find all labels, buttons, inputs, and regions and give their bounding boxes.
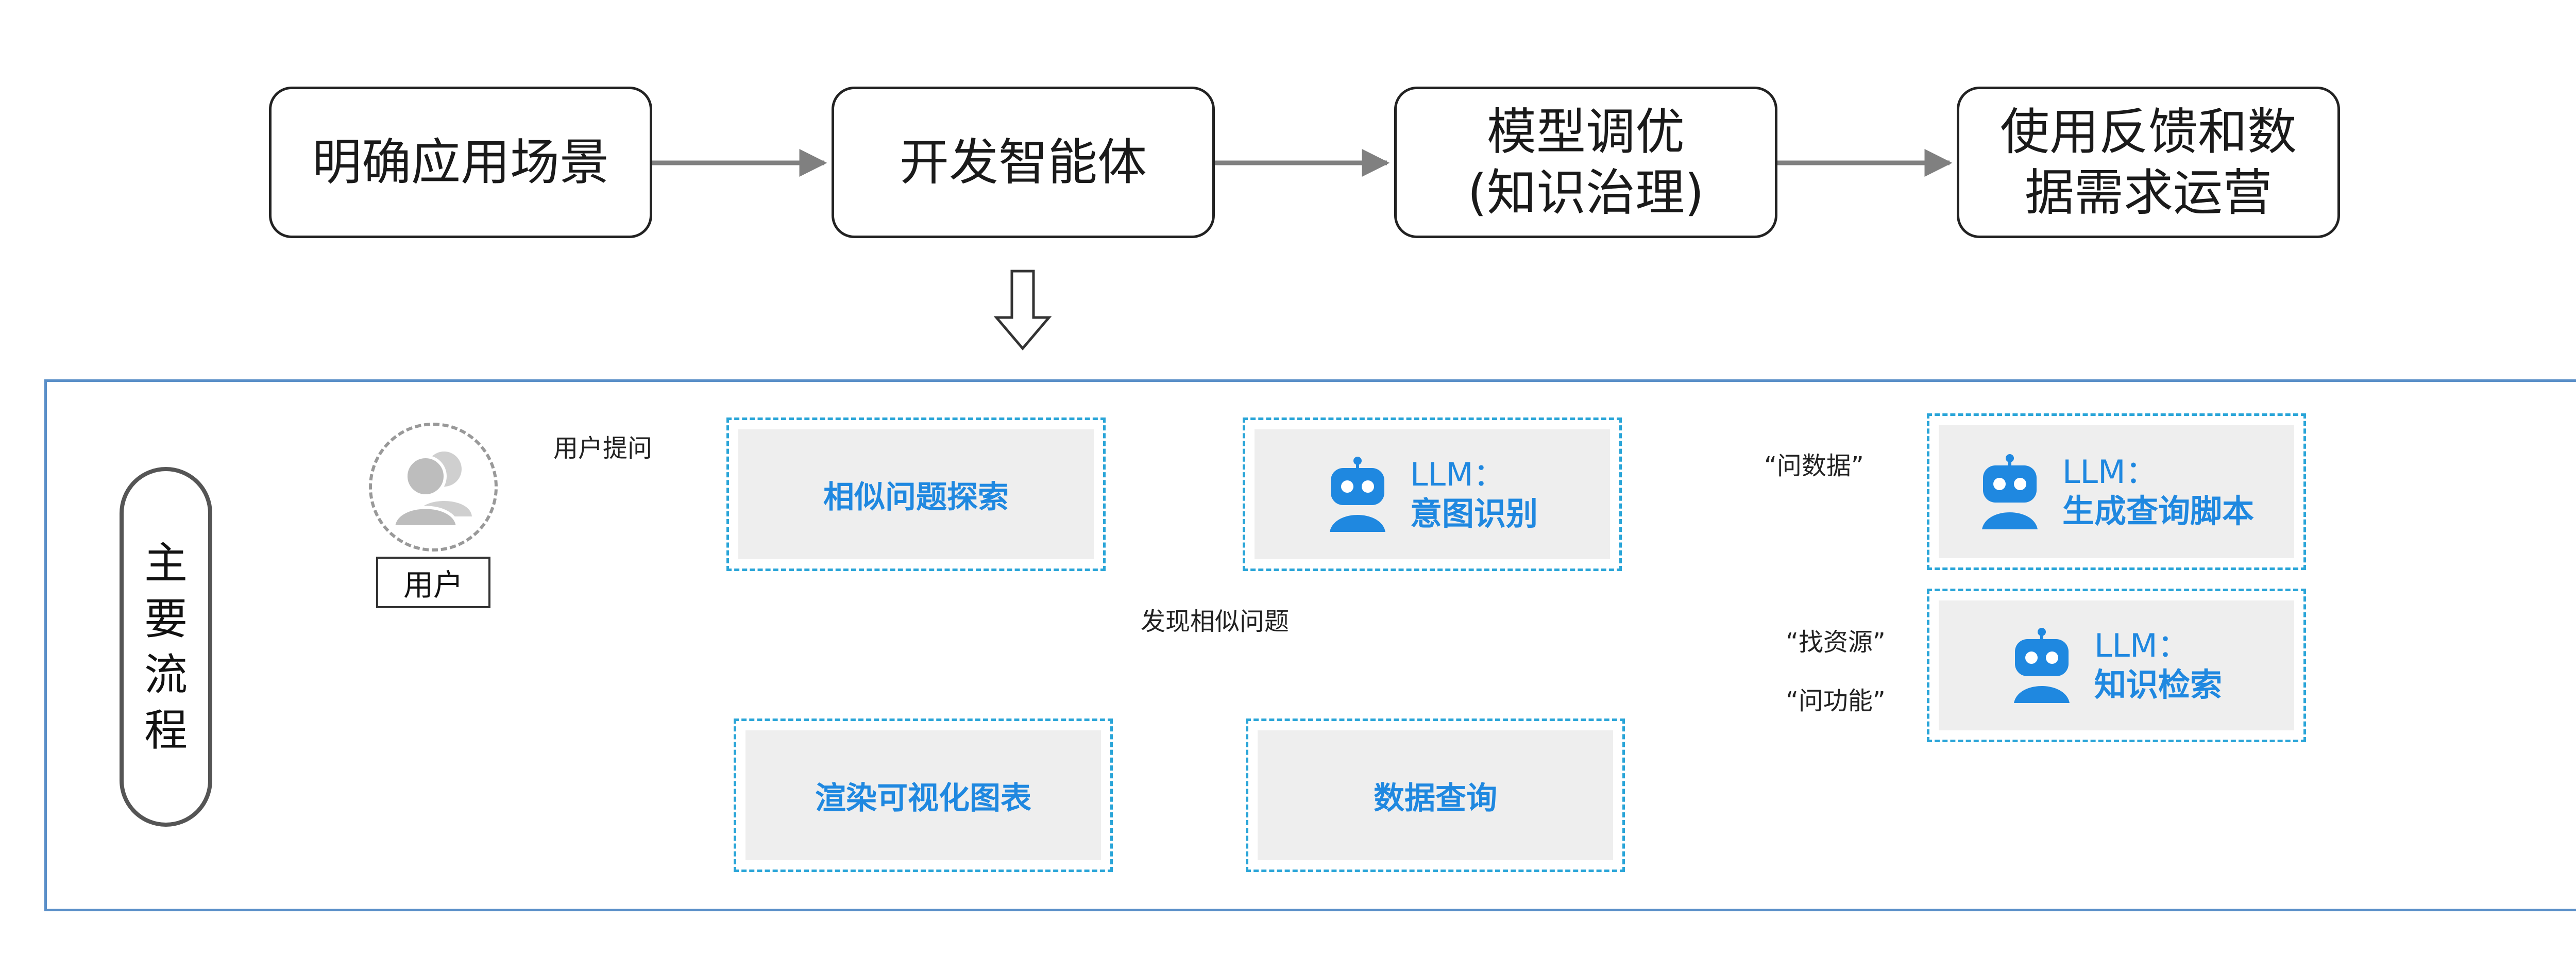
node-label-line1: LLM： bbox=[2094, 627, 2190, 664]
edge-label-find-resource: “找资源” bbox=[1786, 628, 1886, 657]
node-llm-intent: LLM： 意图识别 bbox=[1243, 417, 1622, 571]
stage-text-line1: 使用反馈和数 bbox=[2000, 103, 2297, 161]
stage-text-line2: (知识治理) bbox=[1467, 164, 1704, 222]
main-flow-side-label: 主 要 流 程 bbox=[120, 467, 212, 827]
node-label-line2: 生成查询脚本 bbox=[2062, 492, 2254, 530]
node-label-line1: LLM： bbox=[1410, 456, 1505, 493]
side-label-char: 要 bbox=[144, 594, 188, 644]
node-llm-knowledge-search: LLM： 知识检索 bbox=[1927, 589, 2306, 742]
hollow-down-arrow-icon bbox=[993, 270, 1052, 350]
user-label-box: 用户 bbox=[376, 557, 490, 608]
node-data-query: 数据查询 bbox=[1246, 719, 1625, 872]
robot-icon bbox=[1981, 454, 2038, 529]
stage-feedback-ops: 使用反馈和数 据需求运营 bbox=[1957, 87, 2340, 238]
stage-develop-agent: 开发智能体 bbox=[832, 87, 1215, 238]
edge-label-ask-function: “问功能” bbox=[1786, 687, 1886, 715]
stage-model-tuning: 模型调优 (知识治理) bbox=[1394, 87, 1777, 238]
stage-define-scenario: 明确应用场景 bbox=[269, 87, 652, 238]
node-label: 相似问题探索 bbox=[823, 479, 1009, 515]
node-label-line1: LLM： bbox=[2062, 453, 2158, 491]
edge-label-ask-data: “问数据” bbox=[1764, 452, 1864, 480]
node-label: 渲染可视化图表 bbox=[815, 780, 1031, 816]
user-avatar-icon bbox=[369, 423, 498, 552]
stage-text: 明确应用场景 bbox=[312, 133, 609, 191]
robot-icon bbox=[2013, 628, 2070, 703]
edge-label-found-similar: 发现相似问题 bbox=[1141, 607, 1290, 636]
side-label-char: 程 bbox=[144, 705, 188, 756]
node-similar-question-search: 相似问题探索 bbox=[726, 417, 1106, 571]
stage-text-line1: 模型调优 bbox=[1487, 103, 1685, 161]
robot-icon bbox=[1329, 457, 1385, 532]
node-label-line2: 意图识别 bbox=[1410, 495, 1538, 532]
node-render-chart: 渲染可视化图表 bbox=[734, 719, 1113, 872]
edge-label-user-ask: 用户提问 bbox=[553, 434, 653, 463]
stage-text-line2: 据需求运营 bbox=[2025, 164, 2272, 222]
stage-text: 开发智能体 bbox=[900, 133, 1147, 191]
node-label-line2: 知识检索 bbox=[2094, 666, 2222, 704]
node-llm-generate-script: LLM： 生成查询脚本 bbox=[1927, 413, 2306, 570]
node-label: 数据查询 bbox=[1374, 780, 1497, 816]
side-label-char: 主 bbox=[144, 538, 188, 589]
side-label-char: 流 bbox=[144, 649, 188, 700]
